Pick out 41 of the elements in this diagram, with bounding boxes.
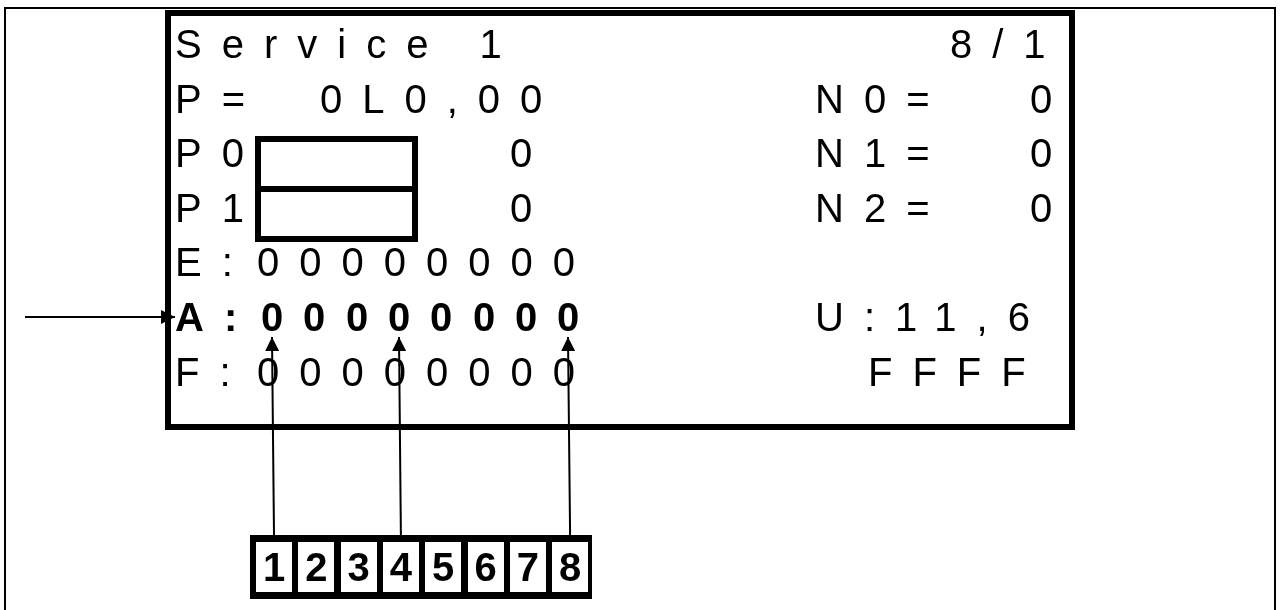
display-text: 0L0,00: [320, 75, 563, 123]
display-text: F:: [175, 348, 251, 396]
display-text: 8/1: [950, 21, 1066, 68]
arrow: [392, 336, 407, 536]
display-text: 0: [1030, 130, 1073, 178]
display-text: E:: [175, 239, 253, 287]
bit-digit: 0: [553, 297, 583, 337]
arrow: [265, 336, 280, 536]
display-text: N0=: [815, 75, 950, 123]
display-text: P=: [175, 75, 266, 123]
bit-digit: 0: [257, 297, 287, 337]
display-text: N1=: [815, 130, 950, 178]
bit-number: 7: [509, 542, 546, 592]
display-screen: [165, 10, 1075, 430]
arrow: [24, 310, 176, 324]
display-text: 0: [1030, 75, 1073, 123]
display-text: 00000000: [257, 239, 595, 287]
display-text: 0: [1030, 184, 1073, 232]
bit-number: 2: [298, 542, 335, 592]
bit-number: 5: [425, 542, 462, 592]
bit-number: 1: [256, 542, 292, 592]
bit-digit: 0: [342, 297, 372, 337]
arrow: [561, 336, 576, 536]
bit-digit: 0: [511, 297, 541, 337]
bit-number: 3: [340, 542, 377, 592]
display-text: Service 1: [175, 21, 522, 68]
bit-digit: 0: [384, 297, 414, 337]
display-text: P0: [175, 130, 264, 178]
display-text: N2=: [815, 184, 950, 232]
bit-digit: 0: [426, 297, 456, 337]
bit-number: 4: [382, 542, 419, 592]
display-text: P1: [175, 184, 264, 232]
display-text: 0: [510, 184, 553, 232]
bit-digit: 0: [469, 297, 499, 337]
bit-number: 8: [552, 542, 589, 592]
display-text: U:11,6: [815, 294, 1050, 341]
display-text: FFFF: [868, 348, 1046, 396]
display-text: 0: [510, 130, 553, 178]
bit-number: 6: [467, 542, 504, 592]
bit-digit: 0: [299, 297, 329, 337]
row-label: A:: [175, 292, 258, 342]
